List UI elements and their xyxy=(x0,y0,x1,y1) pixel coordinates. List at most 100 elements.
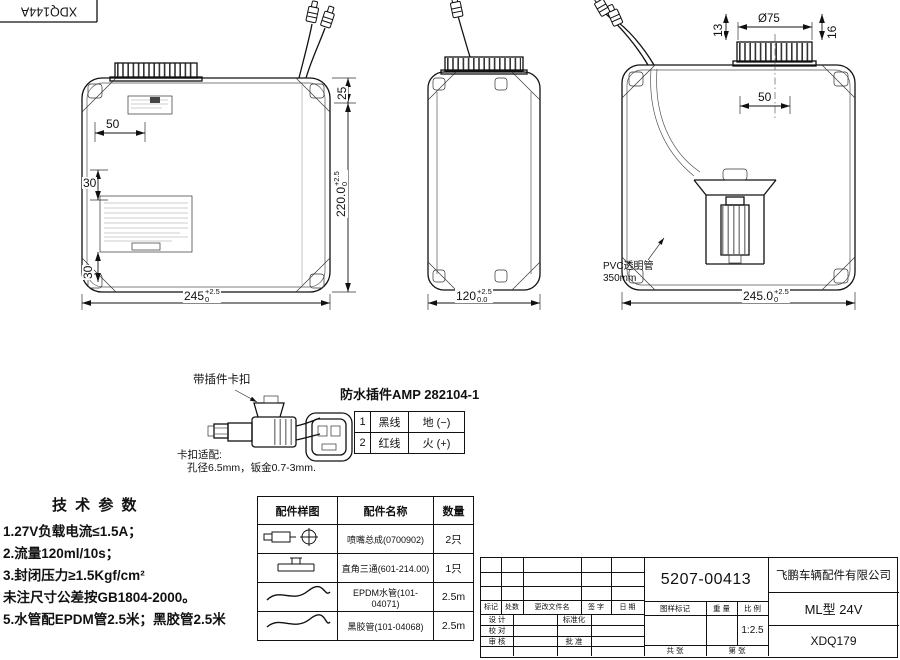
dim-value: 245 xyxy=(184,288,205,303)
dim-value: 13 xyxy=(711,23,725,37)
table-row: 喷嘴总成(0700902) 2只 xyxy=(257,524,474,554)
clip-fit-note-line2: 孔径6.5mm，钣金0.7-3mm. xyxy=(187,462,316,474)
label-count: 处数 xyxy=(505,604,519,611)
pin-polarity: 地 (−) xyxy=(408,411,465,433)
pin-wire: 黑线 xyxy=(370,411,409,433)
divider xyxy=(481,600,644,601)
dim-rear-50: 50 xyxy=(757,90,773,104)
divider xyxy=(513,614,514,656)
part-name: 喷嘴总成(0700902) xyxy=(337,524,434,554)
divider xyxy=(481,646,644,647)
dim-value: 220.0 xyxy=(333,186,348,217)
front-view-drawing xyxy=(81,0,356,310)
dim-front-25: 25 xyxy=(335,85,349,101)
clip-fit-note-line1: 卡扣适配: xyxy=(177,449,222,461)
hose-glyph xyxy=(266,585,330,601)
model-name: ML型 24V xyxy=(804,602,863,617)
pin-number: 2 xyxy=(354,432,371,454)
hose-glyph xyxy=(266,613,331,628)
side-view-drawing xyxy=(427,0,541,310)
divider xyxy=(706,601,707,656)
col-header-sample: 配件样图 xyxy=(257,496,338,525)
label-sign: 签 字 xyxy=(588,604,604,611)
table-row: 2 红线 火 (+) xyxy=(354,432,465,454)
label-standardize: 标准化 xyxy=(562,615,586,624)
dim-value: 25 xyxy=(335,86,349,100)
label-drawing-mark: 图样标记 xyxy=(660,603,690,613)
pin-polarity: 火 (+) xyxy=(408,432,465,454)
divider xyxy=(644,558,645,656)
dim-value: 50 xyxy=(106,117,120,131)
dim-value: 50 xyxy=(758,90,772,104)
pin-wiring-table: 1 黑线 地 (−) 2 红线 火 (+) xyxy=(354,411,465,454)
dim-front-30-lower: 30 xyxy=(81,264,95,280)
table-row: 黑胶管(101-04068) 2.5m xyxy=(257,611,474,641)
part-name: EPDM水管(101-04071) xyxy=(337,582,434,612)
dim-rear-cap-diameter: Ø75 xyxy=(757,13,781,25)
drawing-code: XDQ179 xyxy=(810,633,857,648)
divider xyxy=(768,592,899,593)
clip-callout-label: 带插件卡扣 xyxy=(193,374,251,386)
col-header-name: 配件名称 xyxy=(337,496,434,525)
divider xyxy=(737,601,738,645)
tee-glyph xyxy=(277,557,314,571)
parts-table: 配件样图 配件名称 数量 喷嘴总成(0700902) 2只 直角三通(601-2… xyxy=(257,496,474,641)
tech-notes: 1.27V负载电流≤1.5A； 2.流量120ml/10s； 3.封闭压力≥1.… xyxy=(3,521,226,631)
tech-notes-title: 技 术 参 数 xyxy=(52,497,139,514)
divider xyxy=(591,614,592,656)
pvc-tube-note-line2: 350mm xyxy=(603,273,637,284)
scale-value: 1:2.5 xyxy=(741,624,764,636)
dim-value: 245.0 xyxy=(743,288,774,303)
label-change-file: 更改文件名 xyxy=(534,604,570,611)
label-weight: 重 量 xyxy=(712,603,731,613)
part-sample-black-hose xyxy=(257,611,338,641)
part-sample-tee xyxy=(257,553,338,583)
divider xyxy=(481,586,644,587)
divider xyxy=(481,625,644,626)
dim-value: 120 xyxy=(456,288,477,303)
dim-rear-13: 13 xyxy=(711,22,725,38)
part-number: 5207-00413 xyxy=(660,570,752,588)
label-scale: 比 例 xyxy=(743,603,762,613)
label-check: 校 对 xyxy=(488,626,506,635)
pin-wire: 红线 xyxy=(370,432,409,454)
frame-doc-code: XDQ144A xyxy=(20,4,78,19)
dim-value: 30 xyxy=(81,265,95,279)
table-header-row: 配件样图 配件名称 数量 xyxy=(257,496,474,525)
nozzle-glyph xyxy=(263,527,318,546)
dim-value: Ø75 xyxy=(758,13,780,25)
dim-front-50: 50 xyxy=(105,117,121,131)
tech-note-line: 1.27V负载电流≤1.5A； xyxy=(3,524,142,539)
part-qty: 2.5m xyxy=(433,611,474,641)
divider xyxy=(481,614,644,615)
pvc-tube-note-line1: PVC透明管 xyxy=(603,261,654,272)
part-sample-nozzle xyxy=(257,524,338,554)
tech-note-line: 未注尺寸公差按GB1804-2000。 xyxy=(3,590,196,605)
label-mark: 标记 xyxy=(484,604,498,611)
part-qty: 2.5m xyxy=(433,582,474,612)
label-sheet-no: 第 张 xyxy=(728,646,746,655)
dim-rear-16: 16 xyxy=(825,24,839,40)
pin-number: 1 xyxy=(354,411,371,433)
table-row: 1 黑线 地 (−) xyxy=(354,411,465,433)
dim-value: 16 xyxy=(825,25,839,39)
divider xyxy=(481,636,644,637)
title-block: 5207-00413 飞鹏车辆配件有限公司 ML型 24V XDQ179 标记 … xyxy=(480,557,899,658)
tech-note-line: 3.封闭压力≥1.5Kgf/cm² xyxy=(3,568,145,583)
part-qty: 1只 xyxy=(433,553,474,583)
divider xyxy=(768,558,769,656)
label-design: 设 计 xyxy=(488,615,506,624)
part-sample-epdm-hose xyxy=(257,582,338,612)
label-approve: 批 准 xyxy=(565,636,583,646)
divider xyxy=(481,572,644,573)
part-name: 黑胶管(101-04068) xyxy=(337,611,434,641)
dim-value: 30 xyxy=(83,176,97,190)
frame-corner-lines xyxy=(0,0,98,23)
